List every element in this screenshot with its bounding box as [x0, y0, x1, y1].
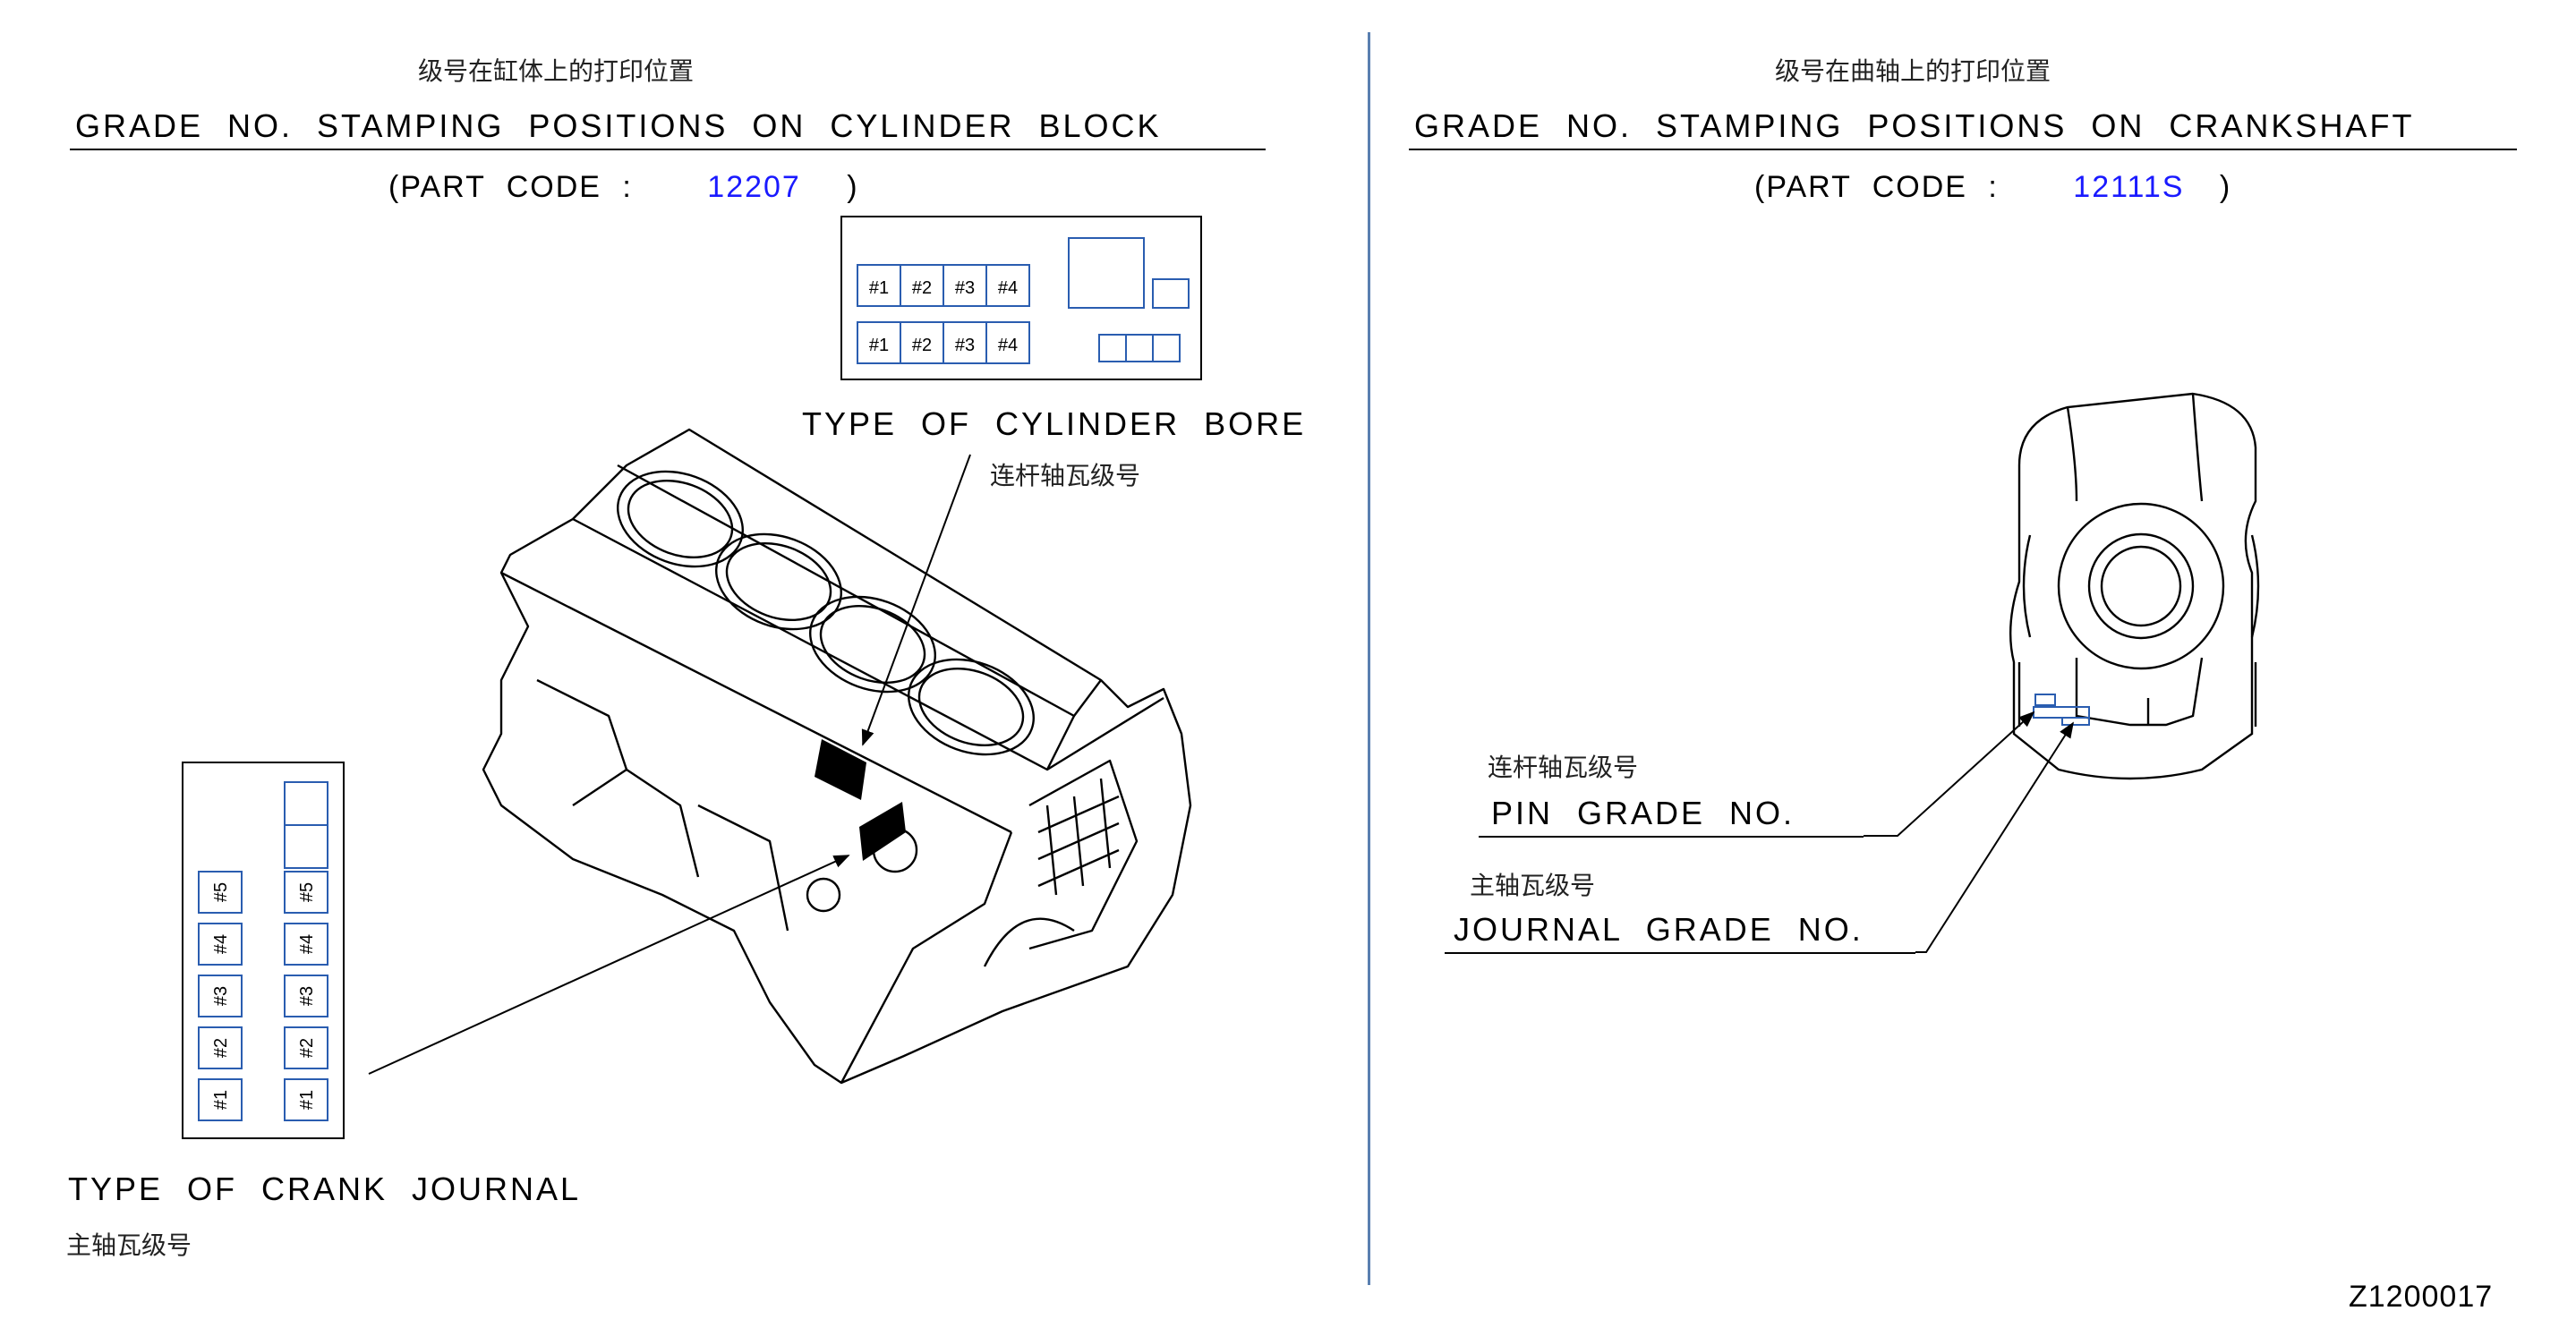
- left-title-en: GRADE NO. STAMPING POSITIONS ON CYLINDER…: [75, 107, 1162, 144]
- bore-cell-2a: #2: [912, 278, 932, 298]
- panel-divider: [1368, 32, 1370, 1285]
- journal-cell-5a: #5: [211, 882, 231, 902]
- journal-leader-line: [368, 855, 850, 1075]
- pin-grade-rule: [1479, 836, 1864, 838]
- bore-cell-3a: #3: [955, 278, 975, 298]
- crank-journal-grade-box: #5 #4 #3 #2 #1 #5 #4 #3 #2 #1: [182, 762, 345, 1139]
- journal-stamp-area: [859, 802, 906, 861]
- pin-grade-label-cn: 连杆轴瓦级号: [1488, 753, 1639, 782]
- left-part-code: (PART CODE : 12207 ): [388, 170, 859, 205]
- bore-cell-4b: #4: [998, 336, 1018, 355]
- right-title-cn: 级号在曲轴上的打印位置: [1775, 56, 2051, 86]
- right-part-code-value: 12111S: [2073, 170, 2185, 204]
- journal-cell-2a: #2: [211, 1038, 231, 1058]
- right-title-rule: [1409, 149, 2517, 150]
- cylinder-bore-label-cn: 连杆轴瓦级号: [990, 461, 1141, 490]
- crankshaft-grade-marks: [2033, 694, 2090, 726]
- right-part-code: (PART CODE : 12111S ): [1754, 170, 2231, 205]
- right-part-code-close: ): [2219, 170, 2232, 204]
- journal-grade-label-cn: 主轴瓦级号: [1470, 871, 1596, 900]
- right-title-en: GRADE NO. STAMPING POSITIONS ON CRANKSHA…: [1414, 107, 2415, 144]
- bore-cell-1a: #1: [869, 278, 889, 298]
- journal-cell-1a: #1: [211, 1090, 231, 1110]
- journal-grade-label-en: JOURNAL GRADE NO.: [1454, 911, 1864, 948]
- journal-cell-5b: #5: [297, 882, 317, 902]
- left-part-code-close: ): [847, 170, 859, 204]
- journal-cell-4a: #4: [211, 934, 231, 954]
- bore-leader-line: [861, 454, 971, 746]
- crankshaft-drawing: [2009, 392, 2260, 780]
- bore-cell-2b: #2: [912, 336, 932, 355]
- crank-journal-label-cn: 主轴瓦级号: [66, 1230, 192, 1260]
- cylinder-bore-grade-box: #1 #2 #3 #4 #1 #2 #3 #4: [840, 216, 1202, 380]
- journal-cell-3a: #3: [211, 986, 231, 1006]
- left-title-cn: 级号在缸体上的打印位置: [418, 56, 695, 86]
- bore-stamp-area: [815, 739, 866, 800]
- left-title-rule: [70, 149, 1266, 150]
- journal-grade-rule: [1445, 952, 1915, 954]
- bore-cell-3b: #3: [955, 336, 975, 355]
- cylinder-bore-label-en: TYPE OF CYLINDER BORE: [802, 405, 1307, 442]
- journal-cell-3b: #3: [297, 986, 317, 1006]
- figure-code: Z1200017: [2349, 1280, 2494, 1314]
- crank-journal-label-en: TYPE OF CRANK JOURNAL: [68, 1171, 582, 1207]
- left-part-code-label: (PART CODE :: [388, 170, 633, 204]
- bore-cell-1b: #1: [869, 336, 889, 355]
- journal-grade-leader: [1915, 721, 2074, 953]
- bore-cell-4a: #4: [998, 278, 1018, 298]
- right-part-code-label: (PART CODE :: [1754, 170, 1999, 204]
- journal-cell-2b: #2: [297, 1038, 317, 1058]
- pin-grade-label-en: PIN GRADE NO.: [1491, 795, 1796, 831]
- left-part-code-value: 12207: [707, 170, 801, 204]
- journal-cell-4b: #4: [297, 934, 317, 954]
- journal-cell-1b: #1: [297, 1090, 317, 1110]
- cylinder-block-drawing: [482, 428, 1192, 1085]
- pin-grade-leader: [1864, 711, 2035, 837]
